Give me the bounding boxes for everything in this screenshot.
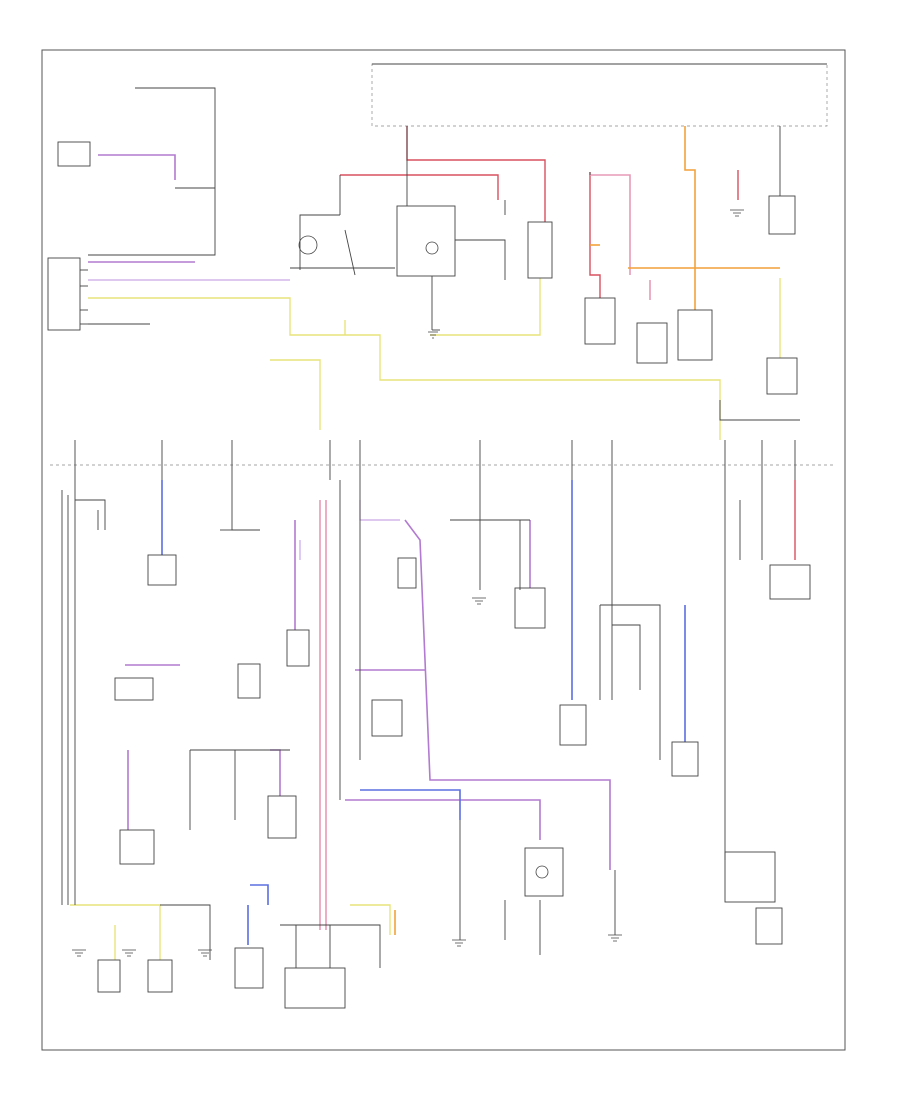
wire-yellow-group — [70, 275, 781, 960]
wire-black-group — [47, 87, 811, 1009]
diagram-frame — [41, 49, 846, 1051]
relay-small — [527, 221, 553, 279]
fuse-panel-top — [371, 63, 828, 127]
wire-orange-group — [394, 126, 780, 935]
wire-lavender-group — [88, 279, 400, 560]
ground-symbols — [72, 209, 744, 957]
wire-blue-group — [161, 480, 686, 945]
relay-main — [396, 205, 456, 277]
wire-violet-group — [88, 154, 611, 870]
wire-pink-group — [319, 174, 651, 930]
